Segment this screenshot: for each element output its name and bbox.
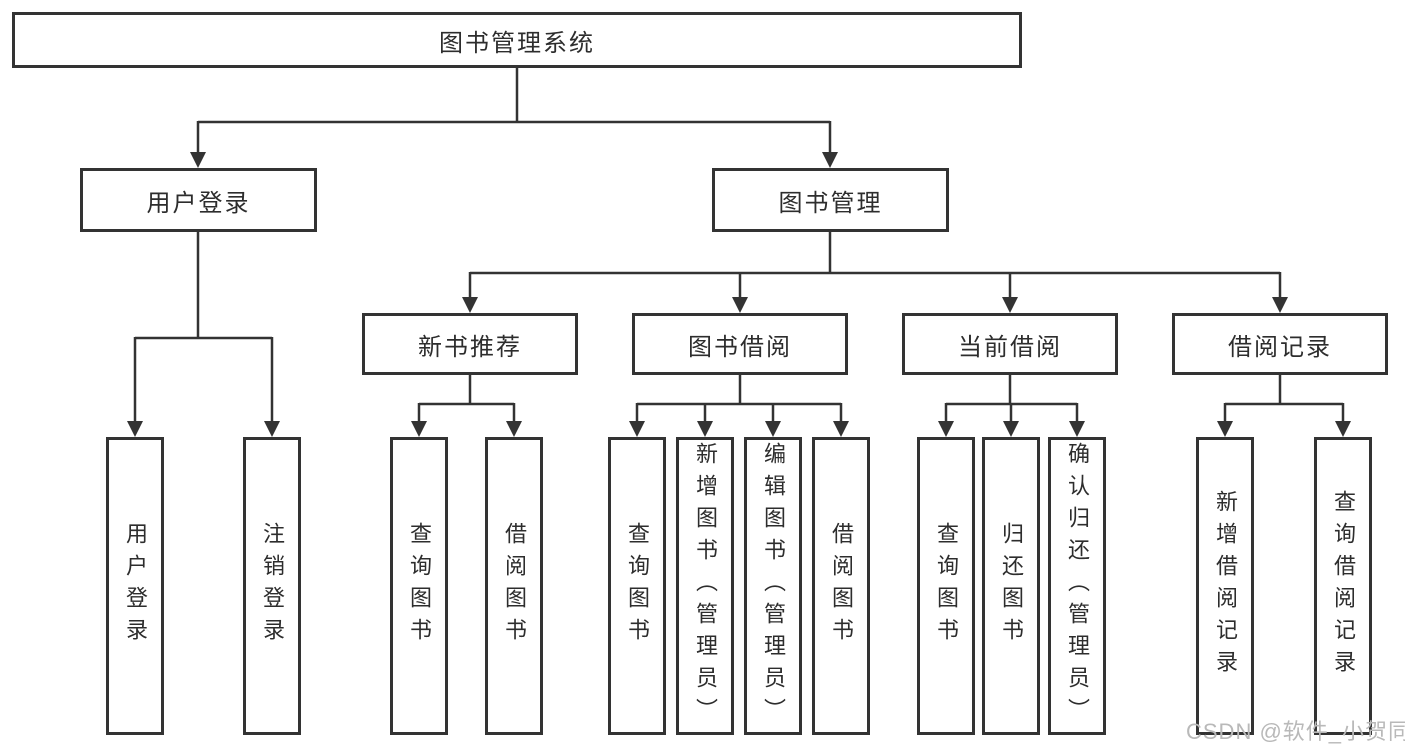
node-borrowing-records: 借阅记录 bbox=[1172, 313, 1388, 375]
node-book-borrowing: 图书借阅 bbox=[632, 313, 848, 375]
node-new-book-recommendation: 新书推荐 bbox=[362, 313, 578, 375]
node-user-login-leaf: 用户登录 bbox=[106, 437, 164, 735]
node-query-book-current: 查询图书 bbox=[917, 437, 975, 735]
node-confirm-return-admin: 确认归还（管理员） bbox=[1048, 437, 1106, 735]
arrowhead-icons bbox=[127, 152, 1351, 437]
node-return-book: 归还图书 bbox=[982, 437, 1040, 735]
node-borrow-book-recommend: 借阅图书 bbox=[485, 437, 543, 735]
node-edit-book-admin: 编辑图书（管理员） bbox=[744, 437, 802, 735]
node-borrow-book-borrowing: 借阅图书 bbox=[812, 437, 870, 735]
node-user-login: 用户登录 bbox=[80, 168, 317, 232]
watermark: CSDN @软件_小贺同学 bbox=[1186, 719, 1405, 744]
node-query-borrow-record: 查询借阅记录 bbox=[1314, 437, 1372, 735]
node-logout-leaf: 注销登录 bbox=[243, 437, 301, 735]
node-add-book-admin: 新增图书（管理员） bbox=[676, 437, 734, 735]
node-book-management: 图书管理 bbox=[712, 168, 949, 232]
node-library-management-system: 图书管理系统 bbox=[12, 12, 1022, 68]
node-query-book-borrowing: 查询图书 bbox=[608, 437, 666, 735]
node-add-borrow-record: 新增借阅记录 bbox=[1196, 437, 1254, 735]
node-current-borrowing: 当前借阅 bbox=[902, 313, 1118, 375]
node-query-book-recommend: 查询图书 bbox=[390, 437, 448, 735]
